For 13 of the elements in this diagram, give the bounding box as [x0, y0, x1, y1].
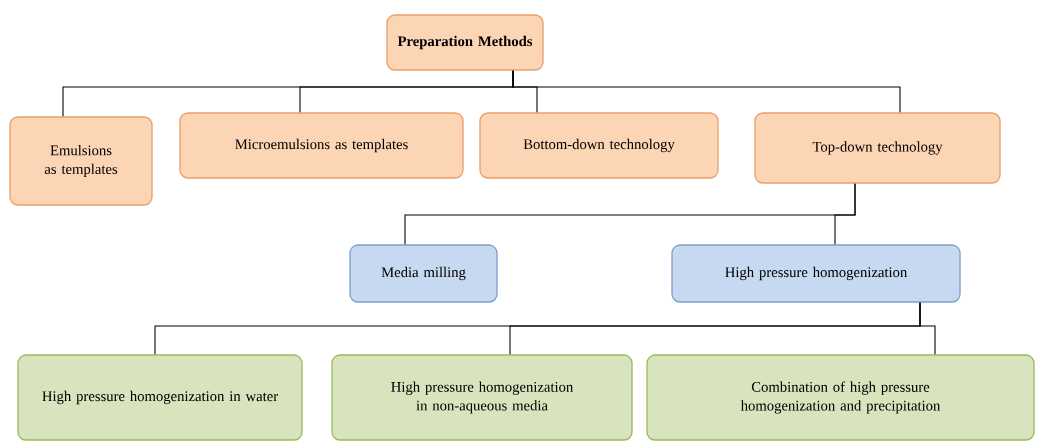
method-box: Combination of high pressure homogenization and precipitation	[646, 354, 1035, 441]
method-box: Top-down technology	[754, 112, 1001, 184]
connector-line	[834, 183, 856, 245]
method-box: Bottom-down technology	[479, 112, 719, 179]
method-box: Media milling	[349, 244, 498, 303]
method-box: High pressure homogenization in non-aqueous media	[331, 354, 633, 441]
connector-line	[512, 70, 901, 113]
method-box: Emulsions as templates	[9, 116, 153, 206]
method-box: Preparation Methods	[386, 14, 544, 71]
method-box: High pressure homogenization	[671, 244, 961, 303]
method-box: Microemulsions as templates	[179, 112, 464, 179]
connector-line	[919, 302, 936, 355]
method-box: High pressure homogenization in water	[17, 354, 303, 441]
